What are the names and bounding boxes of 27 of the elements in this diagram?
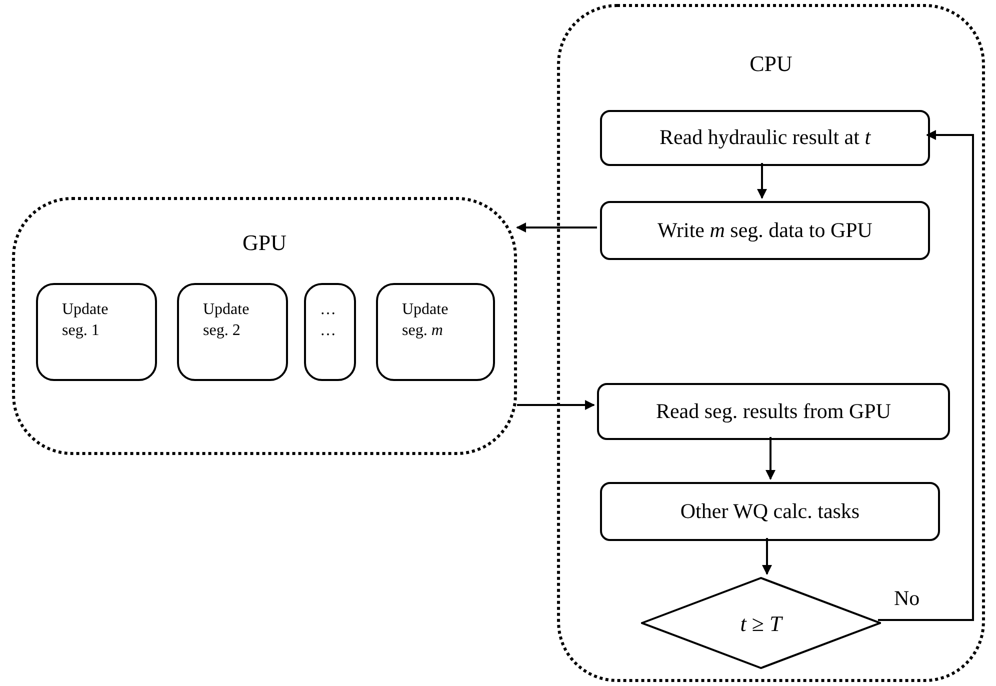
container-title: GPU [241, 229, 288, 257]
process-text: Update seg. 2 [203, 300, 250, 341]
arrow [516, 222, 597, 232]
container-title: CPU [748, 50, 794, 78]
process-text: Update seg. 1 [62, 300, 110, 341]
process-text: … … [320, 300, 337, 341]
process-box [376, 283, 495, 381]
process-box [597, 383, 950, 440]
process-text: Read hydraulic result at t [659, 124, 871, 152]
arrow [766, 437, 776, 480]
condition-text: t ≥ T [740, 610, 782, 638]
process-box [36, 283, 157, 381]
process-box [600, 110, 930, 166]
process-box [304, 283, 356, 381]
process-text: Other WQ calc. tasks [680, 498, 860, 525]
process-box [600, 482, 940, 541]
arrow [878, 130, 974, 621]
process-text: Read seg. results from GPU [656, 398, 892, 425]
dotted-container [12, 197, 517, 455]
arrow [757, 163, 767, 199]
process-box [177, 283, 288, 381]
dotted-container [557, 4, 985, 682]
process-text: Update seg. m [402, 300, 450, 341]
arrow [517, 400, 595, 410]
arrow [762, 538, 772, 575]
process-box [600, 201, 930, 260]
process-text: Write m seg. data to GPU [658, 216, 872, 244]
